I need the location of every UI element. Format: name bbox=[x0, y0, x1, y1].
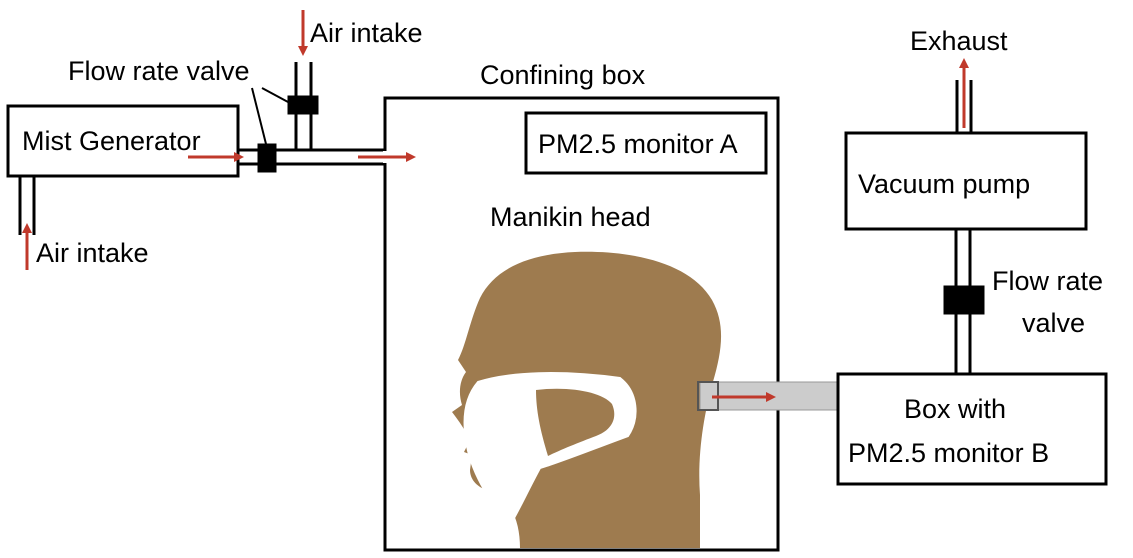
pm25-monitor-b-box bbox=[836, 372, 1108, 486]
pm25-monitor-a-box bbox=[524, 111, 768, 175]
flow-valve-pointer-a bbox=[261, 87, 289, 103]
pm25-monitor-b-label-line1: Box with bbox=[904, 394, 1006, 424]
air-intake-valve bbox=[287, 95, 319, 115]
left-air-intake-label: Air intake bbox=[36, 238, 149, 268]
flow-rate-valve-top-label: Flow rate valve bbox=[68, 56, 250, 86]
vacuum-pump-label: Vacuum pump bbox=[858, 169, 1030, 199]
flow-rate-valve-right-line2: valve bbox=[1022, 308, 1085, 338]
pm25-monitor-a-label: PM2.5 monitor A bbox=[538, 129, 738, 159]
pm25-monitor-b-label-line2: PM2.5 monitor B bbox=[848, 438, 1049, 468]
exhaust-label: Exhaust bbox=[910, 26, 1008, 56]
flow-valve-pointer-b bbox=[251, 87, 267, 145]
mask-strap-gap bbox=[536, 388, 615, 456]
mist-generator-box bbox=[6, 104, 240, 178]
mist-flow-valve bbox=[257, 143, 277, 173]
manikin-head-label: Manikin head bbox=[490, 202, 651, 232]
flow-rate-valve-right-line1: Flow rate bbox=[992, 266, 1103, 296]
mist-generator-label: Mist Generator bbox=[22, 126, 201, 156]
confining-box-label: Confining box bbox=[480, 60, 646, 90]
top-air-intake-label: Air intake bbox=[310, 18, 423, 48]
pump-flow-valve bbox=[943, 285, 985, 315]
vacuum-pump-box bbox=[844, 131, 1088, 231]
